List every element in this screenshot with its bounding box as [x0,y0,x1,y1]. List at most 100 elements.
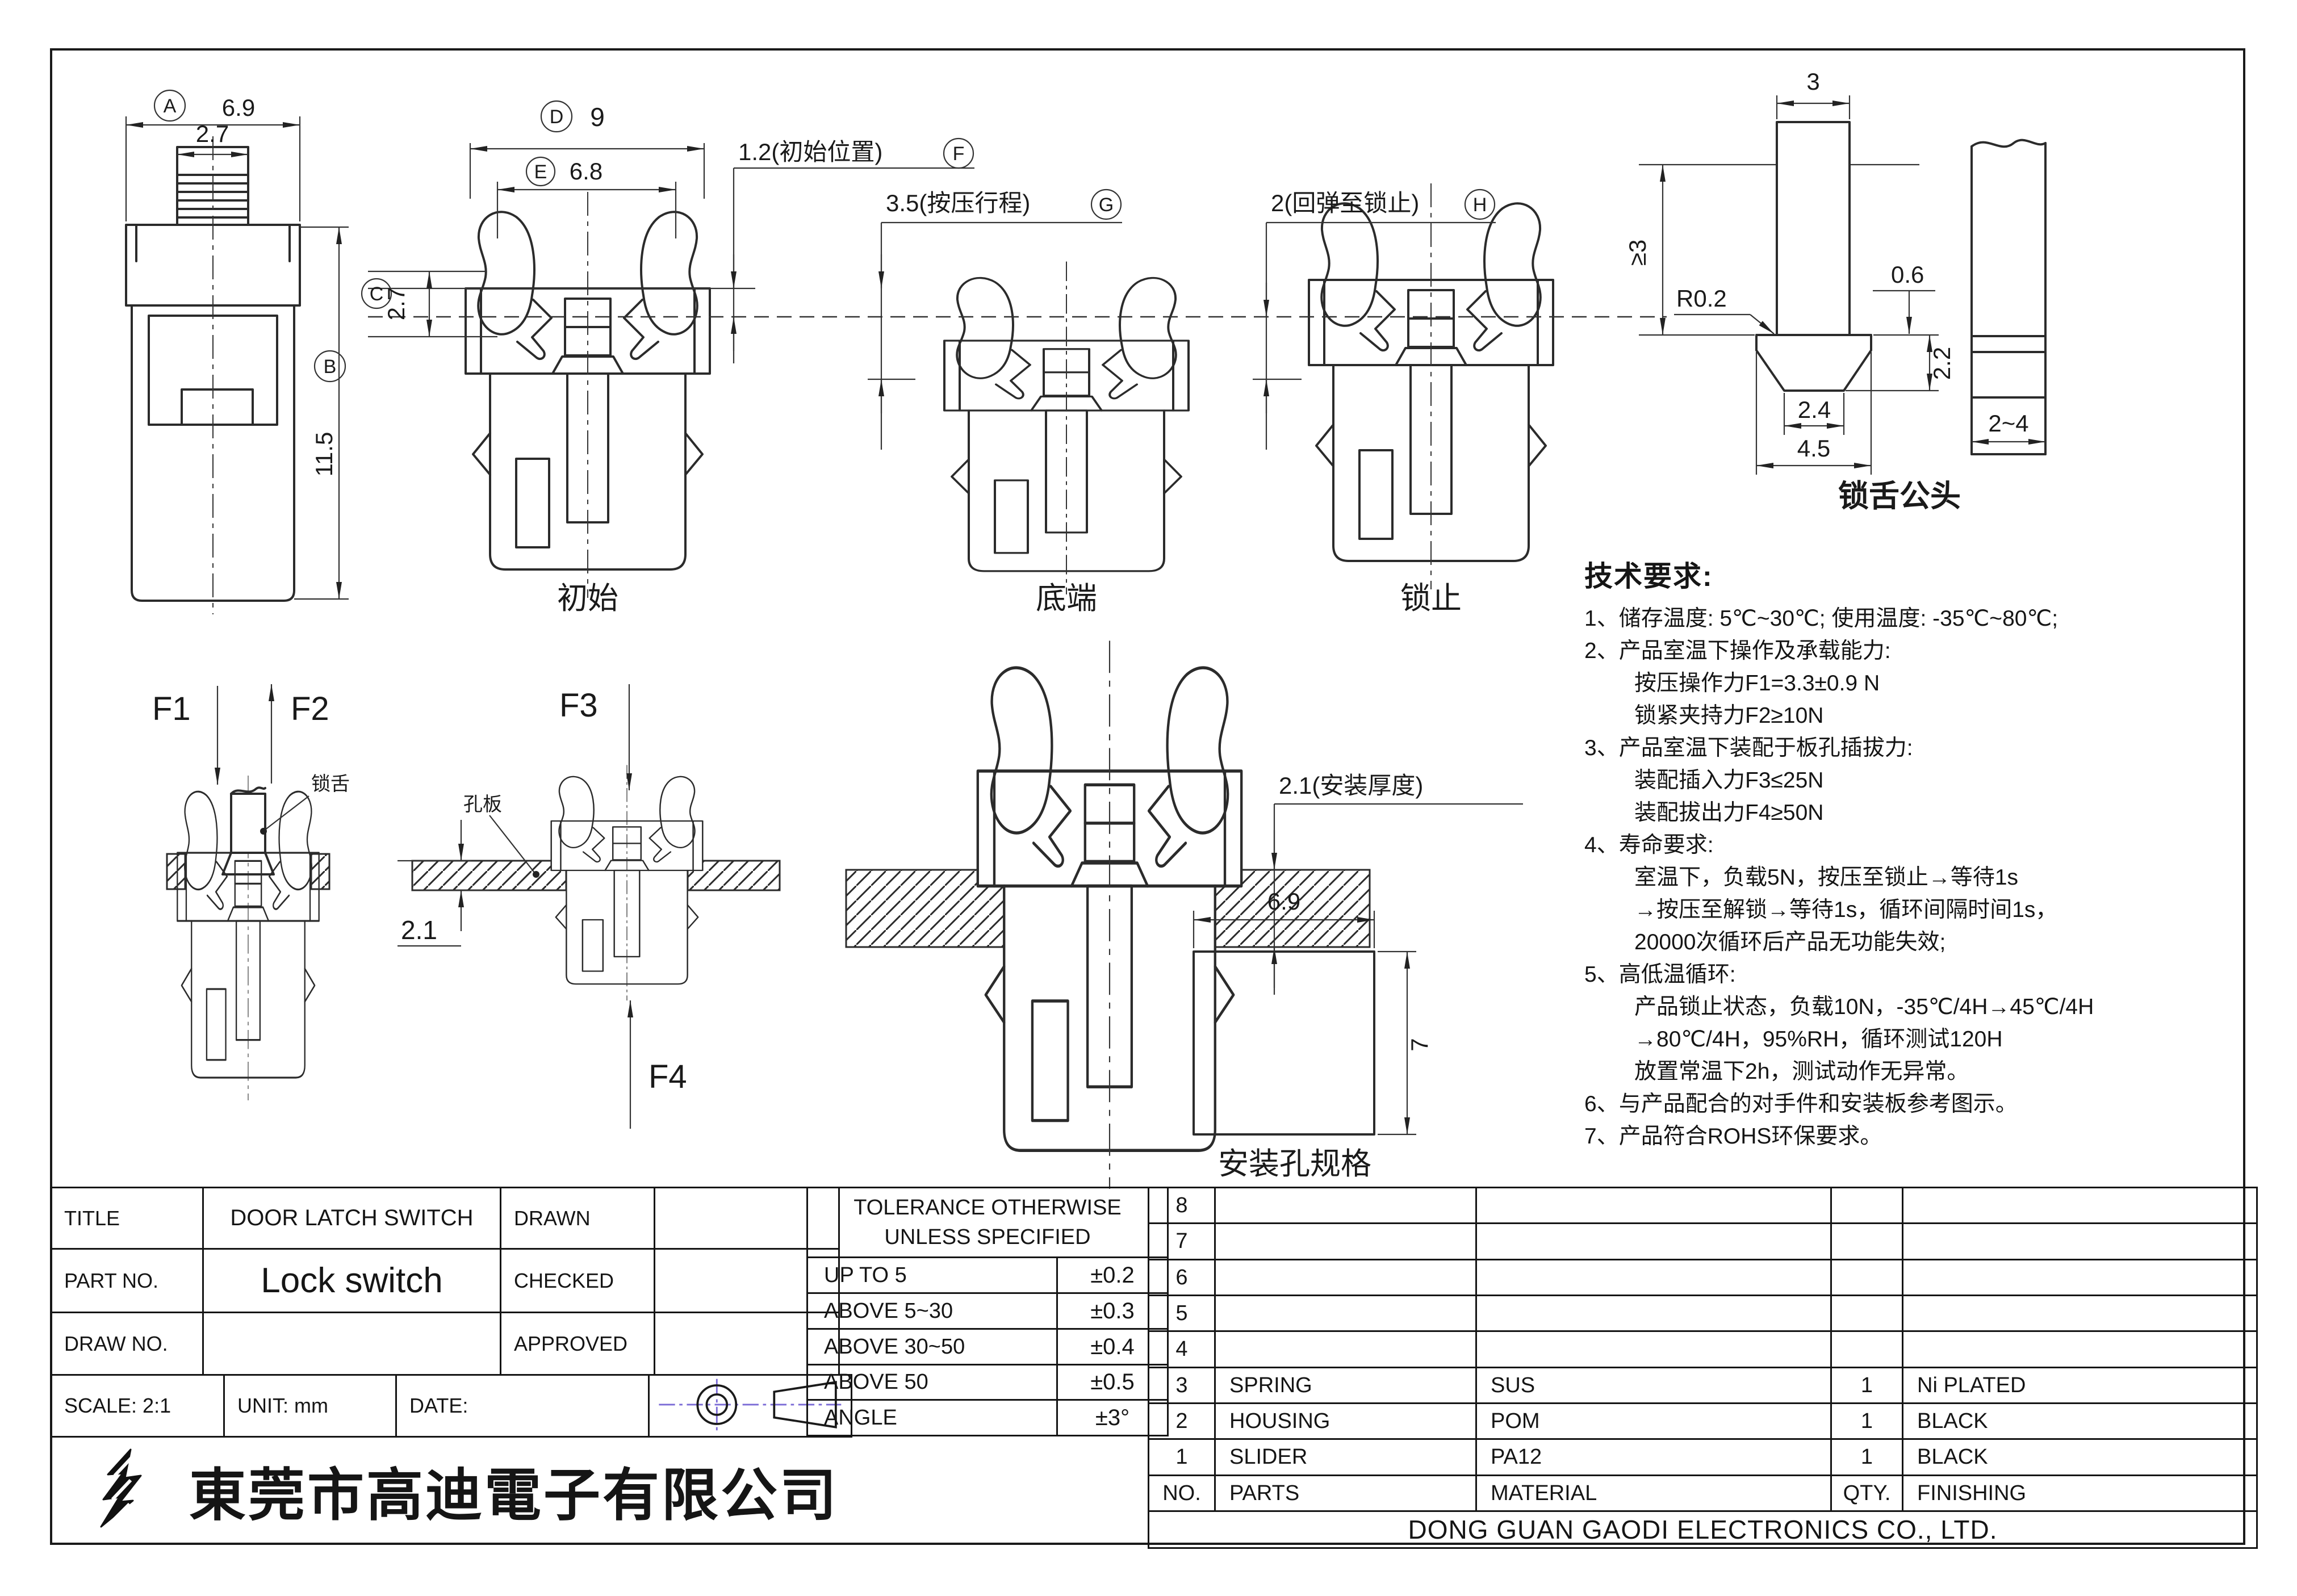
dim-state-e: 6.8 [570,158,603,185]
view-forces-f3-f4: F3 F4 孔板 2.1 [398,684,781,1129]
ref-d: D [550,106,564,128]
company-name-zh: 東莞市高迪電子有限公司 [189,1463,839,1527]
company-logo [100,1448,142,1528]
bom-item-no: 2 [1148,1402,1216,1440]
leader-rod-label: 锁舌 [311,773,350,795]
tech-line: →按压至解锁→等待1s，循环间隔时间1s， [1634,898,2058,922]
view-mount-hole-spec: 6.9 7 安装孔规格 [1193,888,1433,1181]
callout-press-travel: 3.5(按压行程) [886,190,1030,216]
ref-h: H [1473,194,1487,216]
bom-item-qty: 1 [1830,1402,1903,1440]
view-state-locked [1309,183,1553,589]
callout-initial-position: 1.2(初始位置) [738,139,882,165]
callout-rebound-lock: 2(回弹至锁止) [1271,190,1419,216]
tech-line: 锁紧夹持力F2≥10N [1634,703,1824,728]
tech-line: 装配拔出力F4≥50N [1634,801,1824,825]
drawn-label: DRAWN [500,1187,655,1250]
bom-header-qty: QTY. [1830,1474,1903,1512]
tech-line: 3、产品室温下装配于板孔插拔力: [1584,736,1913,760]
leader-plate-label: 孔板 [463,794,502,815]
dim-state-c: 2.7 [383,287,409,320]
label-force-f2: F2 [291,690,329,727]
bom-item-qty: 1 [1830,1438,1903,1476]
bom-row-number: 4 [1148,1330,1216,1368]
bom-row-number: 7 [1148,1222,1216,1260]
label-force-f1: F1 [152,690,191,727]
part-no-label: PART NO. [50,1248,204,1313]
label-force-f4: F4 [648,1058,687,1095]
bom-item-material: PA12 [1475,1438,1832,1476]
tolerance-table: TOLERANCE OTHERWISE UNLESS SPECIFIED UP … [806,1187,1169,1436]
tech-line: 7、产品符合ROHS环保要求。 [1584,1124,1882,1149]
title-value: DOOR LATCH SWITCH [202,1187,501,1250]
tolerance-range: ABOVE 50 [806,1364,1058,1401]
tech-line: 按压操作力F1=3.3±0.9 N [1634,671,1880,696]
tolerance-range: ABOVE 5~30 [806,1292,1058,1330]
dim-tongue-tip-width: 2.4 [1798,396,1831,423]
tech-line: 室温下，负载5N，按压至锁止→等待1s [1634,865,2019,890]
label-state-initial: 初始 [557,581,618,615]
bom-item-finishing: BLACK [1902,1438,2258,1476]
bom-header-row: NO. PARTS MATERIAL QTY. FINISHING [1148,1474,2258,1512]
dim-tongue-base-width: 4.5 [1797,435,1830,462]
tech-line: 4、寿命要求: [1584,833,1714,857]
bom-header-finishing: FINISHING [1902,1474,2258,1512]
bom-header-no: NO. [1148,1474,1216,1512]
sheet-border-frame [50,48,2245,1545]
dim-plate-thickness: 2.1 [401,915,437,945]
state-dimensions: C 2.7 D 9 E 6.8 1.2(初始位置) F 3.5(按压行程) G … [361,100,1667,615]
dim-front-height: 11.5 [311,432,337,477]
tolerance-range: ABOVE 30~50 [806,1328,1058,1365]
view-state-initial [466,192,710,598]
draw-no-value [202,1312,501,1376]
title-block: TITLE DOOR LATCH SWITCH DRAWN PART NO. L… [50,1187,840,1376]
label-state-bottom: 底端 [1036,581,1097,615]
parts-table: 8 7 6 5 4 3 SPRING SUS 1 Ni PLATED 2 HOU… [1148,1187,2258,1549]
dim-hole-width: 6.9 [1267,888,1300,915]
bom-item-finishing: Ni PLATED [1902,1367,2258,1404]
bom-item-no: 3 [1148,1367,1216,1404]
view-front: A 6.9 2.7 B 11.5 [125,89,349,614]
bom-header-parts: PARTS [1214,1474,1477,1512]
dim-state-d: 9 [590,102,605,132]
dim-tongue-radius: R0.2 [1676,285,1727,312]
tech-line: 20000次循环后产品无功能失效; [1634,930,1946,954]
dim-tongue-step: 0.6 [1891,261,1924,288]
bom-row-number: 6 [1148,1259,1216,1296]
view-mounting-section: 2.1(安装厚度) [845,641,1523,1189]
tech-line: 6、与产品配合的对手件和安装板参考图示。 [1584,1092,2018,1116]
bom-row-slider: 1 SLIDER PA12 1 BLACK [1148,1438,2258,1476]
ref-f: F [953,143,965,165]
draw-no-label: DRAW NO. [50,1312,204,1376]
bom-item-part: SLIDER [1214,1438,1477,1476]
unit-value: UNIT: mm [223,1374,397,1438]
ref-e: E [534,161,547,183]
bom-item-material: SUS [1475,1367,1832,1404]
callout-mount-thickness: 2.1(安装厚度) [1279,772,1423,799]
technical-requirements: 技术要求: 1、储存温度: 5℃~30℃; 使用温度: -35℃~80℃; 2、… [1584,554,2260,1153]
tech-line: →80℃/4H，95%RH，循环测试120H [1634,1027,2003,1052]
tolerance-header: TOLERANCE OTHERWISE UNLESS SPECIFIED [806,1187,1169,1258]
tech-line: 装配插入力F3≤25N [1634,768,1824,793]
tolerance-range: ANGLE [806,1399,1058,1436]
bom-row-number: 8 [1148,1187,1216,1224]
ref-a: A [164,95,177,117]
tech-requirements-title: 技术要求: [1584,560,1713,592]
view-tongue-detail: 3 ≥3 R0.2 0.6 2.2 2.4 4.5 2~4 [1624,68,2047,513]
label-tongue-detail: 锁舌公头 [1838,479,1961,513]
dim-front-width: 6.9 [222,94,255,121]
title-block-footer: SCALE: 2:1 UNIT: mm DATE: [50,1374,852,1438]
bom-item-part: HOUSING [1214,1402,1477,1440]
company-name-en: DONG GUAN GAODI ELECTRONICS CO., LTD. [1148,1510,2258,1549]
ref-g: G [1099,194,1114,216]
dim-hole-height: 7 [1406,1038,1433,1051]
tolerance-header-line1: TOLERANCE OTHERWISE [853,1196,1122,1220]
bom-item-no: 1 [1148,1438,1216,1476]
company-strip: 東莞市高迪電子有限公司 [50,1435,1148,1545]
view-forces-f1-f2: F1 F2 锁舌 [152,684,350,1100]
dim-front-knob: 2.7 [196,120,229,147]
tech-line: 5、高低温循环: [1584,962,1736,987]
tolerance-range: UP TO 5 [806,1256,1058,1294]
